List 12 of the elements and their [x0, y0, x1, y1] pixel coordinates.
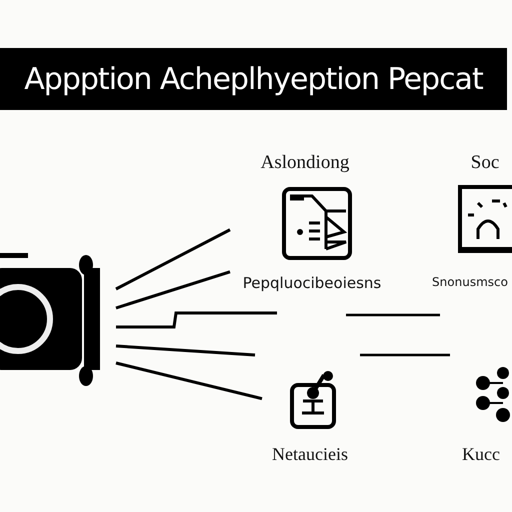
item-heading: Soc — [470, 152, 500, 174]
connector-line — [116, 362, 262, 400]
item-heading: Netaucieis — [272, 444, 348, 465]
connector-line — [116, 344, 256, 356]
item-label: Pepqluocibeoiesns — [242, 274, 382, 292]
title: Appption Acheplhyeption Pepcat — [24, 62, 483, 96]
item-label: Snonusmsco — [432, 275, 508, 289]
connector-line — [116, 270, 230, 310]
connector-line — [116, 312, 277, 328]
item-heading: Aslondiong — [260, 152, 350, 174]
connector-line — [115, 228, 231, 290]
item-heading: Kucc — [462, 444, 500, 465]
